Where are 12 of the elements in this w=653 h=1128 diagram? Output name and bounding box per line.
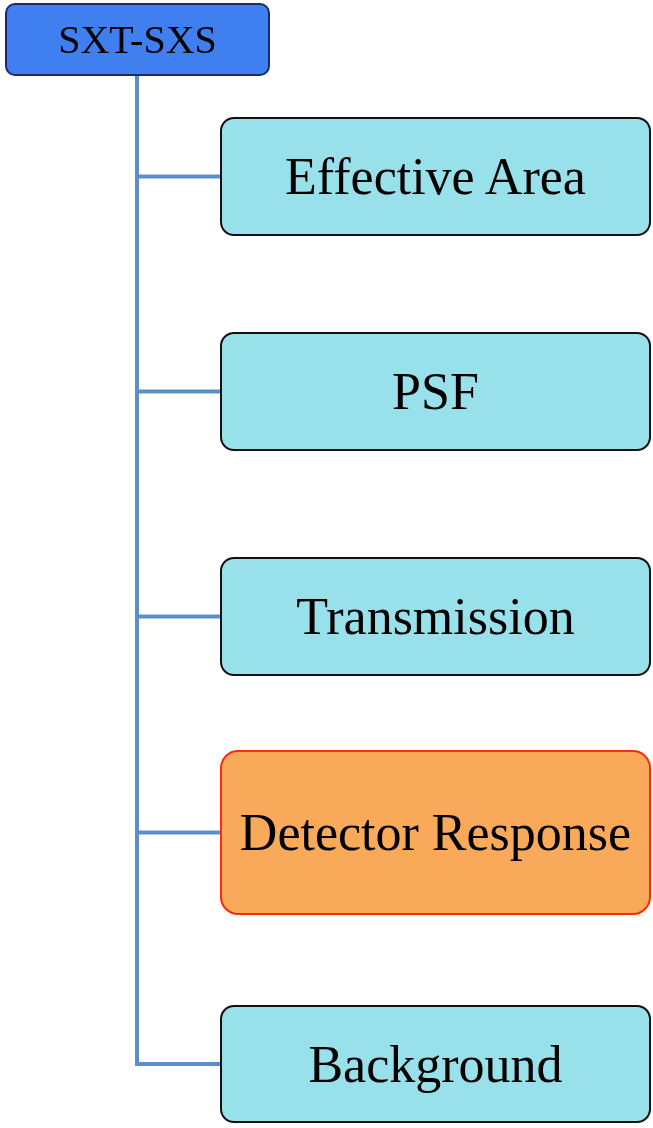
root-box: [5, 3, 270, 76]
category-box: [220, 332, 651, 451]
category-box: [220, 750, 651, 915]
node-label: Background: [308, 1034, 563, 1095]
category-box: [220, 1005, 651, 1123]
node-label: Effective Area: [285, 147, 586, 207]
category-box: [220, 557, 651, 676]
node-label: SXT-SXS: [58, 15, 217, 64]
node-label: PSF: [392, 362, 479, 422]
category-box: [220, 117, 651, 236]
node-label: Detector Response: [239, 803, 632, 863]
node-label: Transmission: [296, 587, 575, 647]
